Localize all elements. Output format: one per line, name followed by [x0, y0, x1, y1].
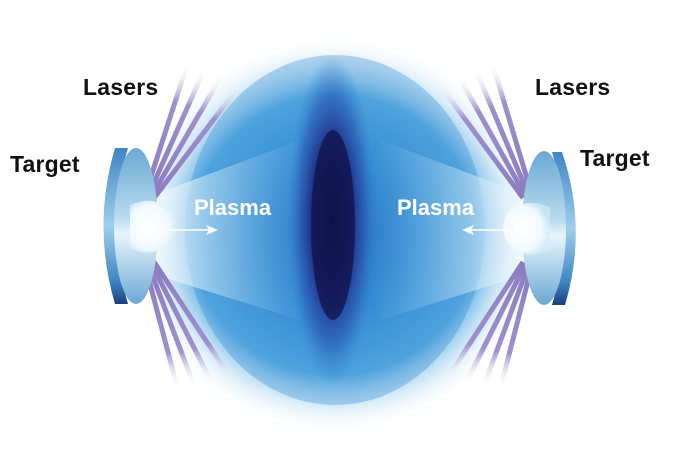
- laser-beams-left-upper: [142, 61, 242, 200]
- interaction-region: [287, 55, 377, 385]
- target-left: [103, 148, 177, 304]
- lasers-label-right: Lasers: [535, 74, 611, 100]
- target-label-left: Target: [10, 151, 80, 177]
- target-label-right: Target: [580, 145, 650, 171]
- laser-beams-right-upper: [437, 61, 535, 200]
- lasers-label-left: Lasers: [83, 74, 159, 100]
- left-arrow-icon: [462, 225, 514, 235]
- target-right: [503, 151, 576, 305]
- right-arrow-icon: [166, 225, 218, 235]
- plasma-plume-right: [365, 140, 540, 320]
- plasma-label-left: Plasma: [194, 195, 272, 220]
- laser-beams-right-lower: [443, 260, 535, 391]
- laser-beams-left-lower: [142, 260, 235, 391]
- plasma-plume-left: [140, 140, 315, 320]
- plasma-label-right: Plasma: [397, 195, 475, 220]
